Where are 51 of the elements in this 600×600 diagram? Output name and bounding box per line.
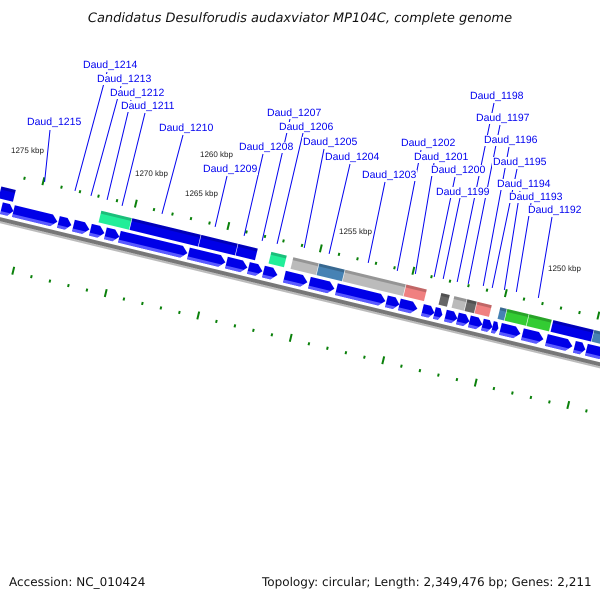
leader-line bbox=[244, 154, 264, 236]
gene-label: Daud_1212 bbox=[109, 88, 166, 98]
gene-label: Daud_1208 bbox=[238, 142, 294, 152]
gene-label: Daud_1205 bbox=[302, 137, 358, 148]
gene-label: Daud_1200 bbox=[430, 165, 486, 176]
scale-label: 1265 kbp bbox=[185, 190, 218, 198]
leader-line bbox=[122, 112, 146, 206]
gene-label: Daud_1196 bbox=[483, 135, 539, 146]
gene-label: Daud_1209 bbox=[202, 164, 258, 174]
scale-label: 1275 kbp bbox=[11, 147, 44, 155]
gene-label: Daud_1197 bbox=[475, 113, 531, 124]
leader-line bbox=[161, 134, 184, 214]
gene-label: Daud_1203 bbox=[361, 170, 418, 180]
gene-label: Daud_1199 bbox=[435, 187, 491, 198]
leader-line bbox=[504, 190, 520, 290]
scale-label: 1255 kbp bbox=[339, 228, 372, 236]
leader-line bbox=[44, 130, 50, 182]
gene-label: Daud_1194 bbox=[496, 179, 552, 190]
leader-line bbox=[90, 86, 122, 196]
gene-label: Daud_1210 bbox=[158, 123, 214, 134]
leader-line bbox=[538, 216, 552, 298]
leader-line bbox=[414, 162, 434, 274]
gene-label: Daud_1206 bbox=[278, 122, 334, 132]
gene-label: Daud_1201 bbox=[413, 152, 470, 162]
gene-label: Daud_1192 bbox=[527, 205, 583, 216]
gene-label: Daud_1202 bbox=[400, 138, 456, 148]
leader-line bbox=[328, 164, 350, 254]
leader-line bbox=[74, 72, 108, 192]
accession-text: Accession: NC_010424 bbox=[9, 576, 146, 588]
title: Candidatus Desulforudis audaxviator MP104C, complete genome bbox=[86, 11, 514, 26]
leader-line bbox=[516, 202, 532, 292]
leader-line bbox=[434, 176, 456, 278]
leader-line bbox=[304, 148, 324, 248]
gene-label: Daud_1195 bbox=[492, 157, 548, 168]
gene-label: Daud_1213 bbox=[96, 74, 152, 84]
leader-line bbox=[214, 176, 228, 228]
genome-info-text: Topology: circular; Length: 2,349,476 bp; Genes: 2,211 bbox=[262, 576, 592, 588]
gene-label: Daud_1214 bbox=[82, 60, 138, 70]
scale-label: 1270 kbp bbox=[135, 170, 168, 178]
gene-label: Daud_1193 bbox=[508, 192, 564, 202]
gene-label: Daud_1215 bbox=[26, 117, 82, 128]
scale-label: 1250 kbp bbox=[548, 265, 581, 273]
leader-line bbox=[276, 132, 304, 244]
leader-line bbox=[442, 198, 460, 280]
leader-line bbox=[106, 100, 132, 200]
gene-label: Daud_1207 bbox=[266, 108, 322, 118]
gene-label: Daud_1204 bbox=[324, 152, 380, 162]
leader-line bbox=[368, 182, 386, 264]
gene-label: Daud_1211 bbox=[120, 101, 176, 112]
scale-label: 1260 kbp bbox=[200, 151, 233, 159]
gene-label: Daud_1198 bbox=[469, 91, 525, 102]
